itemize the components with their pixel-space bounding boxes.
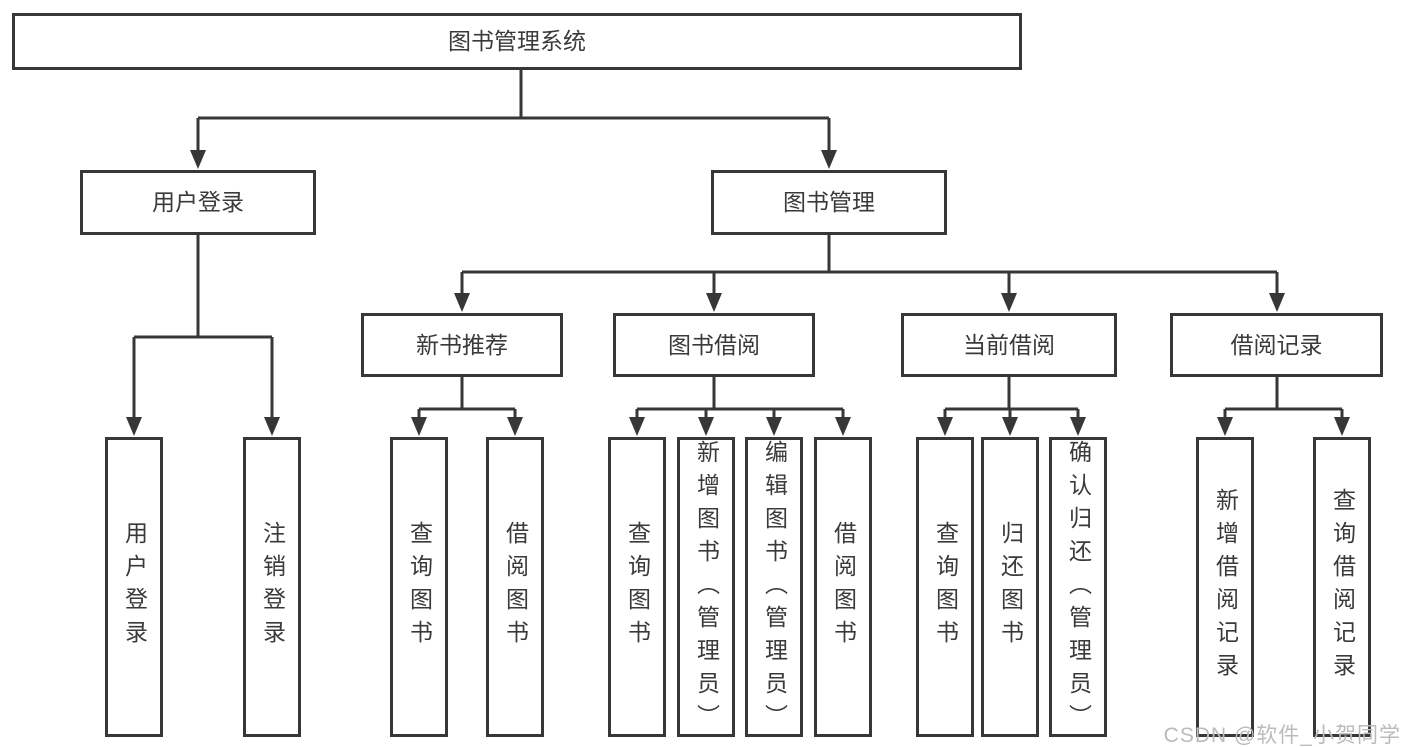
connector-group3-to-leaves — [1217, 377, 1350, 436]
connector-group1-to-leaves — [629, 377, 851, 436]
leaf-label: 查询图书 — [624, 521, 651, 653]
leaf-label: 借阅图书 — [502, 521, 529, 653]
node-current-borrow: 当前借阅 — [901, 313, 1117, 377]
connector-root-to-level1 — [190, 70, 837, 169]
leaf-label: 确认归还（管理员） — [1065, 440, 1092, 737]
leaf-label: 查询图书 — [406, 521, 433, 653]
leaf-query-borrow-record: 查询借阅记录 — [1313, 437, 1371, 737]
watermark: CSDN @软件_小贺同学 — [1163, 724, 1401, 747]
connector-login-to-leaves — [126, 235, 280, 436]
node-book-management: 图书管理 — [711, 170, 947, 235]
leaf-label: 归还图书 — [997, 521, 1024, 653]
leaf-return-books: 归还图书 — [981, 437, 1039, 737]
node-borrow-records: 借阅记录 — [1170, 313, 1383, 377]
connector-group0-to-leaves — [411, 377, 523, 436]
leaf-label: 用户登录 — [121, 521, 148, 653]
leaf-add-books-admin: 新增图书（管理员） — [677, 437, 735, 737]
leaf-borrow-books: 借阅图书 — [486, 437, 544, 737]
leaf-query-books: 查询图书 — [390, 437, 448, 737]
node-book-borrow: 图书借阅 — [613, 313, 815, 377]
node-label: 图书管理系统 — [448, 28, 586, 54]
leaf-query-books: 查询图书 — [608, 437, 666, 737]
node-new-book-recommend: 新书推荐 — [361, 313, 563, 377]
connector-mgmt-to-groups — [454, 235, 1285, 312]
node-user-login: 用户登录 — [80, 170, 316, 235]
connector-group2-to-leaves — [937, 377, 1086, 436]
leaf-label: 新增借阅记录 — [1212, 488, 1239, 686]
node-label: 图书管理 — [783, 189, 875, 215]
leaf-label: 查询借阅记录 — [1329, 488, 1356, 686]
leaf-label: 编辑图书（管理员） — [761, 440, 788, 737]
leaf-label: 借阅图书 — [830, 521, 857, 653]
leaf-label: 查询图书 — [932, 521, 959, 653]
leaf-edit-books-admin: 编辑图书（管理员） — [745, 437, 803, 737]
node-label: 借阅记录 — [1230, 331, 1323, 358]
node-root-library-system: 图书管理系统 — [12, 13, 1022, 70]
leaf-confirm-return-admin: 确认归还（管理员） — [1049, 437, 1107, 737]
leaf-add-borrow-record: 新增借阅记录 — [1196, 437, 1254, 737]
leaf-query-books: 查询图书 — [916, 437, 974, 737]
leaf-user-login: 用户登录 — [105, 437, 163, 737]
node-label: 图书借阅 — [668, 331, 760, 358]
node-label: 用户登录 — [152, 189, 244, 215]
leaf-borrow-books: 借阅图书 — [814, 437, 872, 737]
leaf-logout: 注销登录 — [243, 437, 301, 737]
node-label: 当前借阅 — [963, 331, 1055, 358]
node-label: 新书推荐 — [416, 331, 508, 358]
leaf-label: 新增图书（管理员） — [693, 440, 720, 737]
leaf-label: 注销登录 — [259, 521, 286, 653]
